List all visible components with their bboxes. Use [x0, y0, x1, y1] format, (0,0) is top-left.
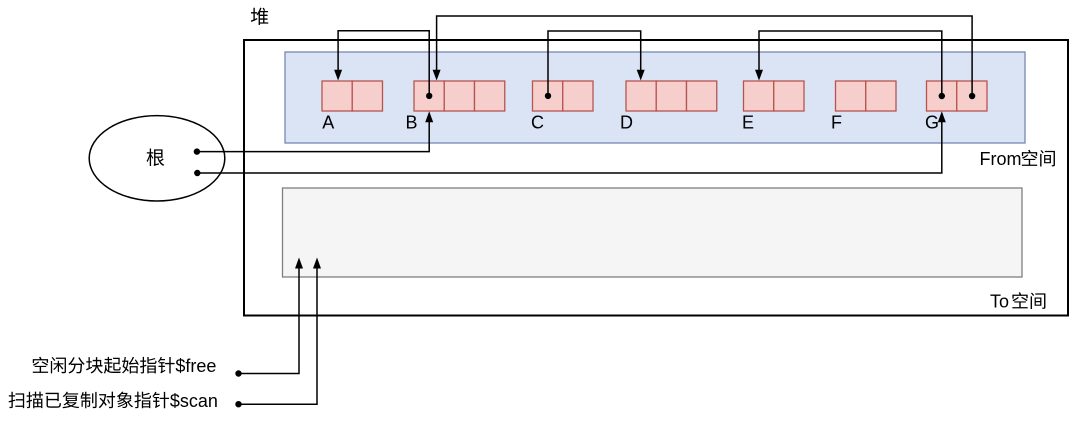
- svg-text:From: From: [980, 149, 1022, 169]
- svg-text:C: C: [531, 112, 544, 132]
- svg-text:E: E: [742, 112, 754, 132]
- svg-text:G: G: [925, 112, 939, 132]
- svg-text:F: F: [831, 112, 842, 132]
- svg-text:B: B: [406, 112, 418, 132]
- svg-text:D: D: [620, 112, 633, 132]
- svg-text:To: To: [990, 292, 1009, 312]
- svg-text:A: A: [322, 112, 334, 132]
- svg-text:$scan: $scan: [170, 391, 218, 411]
- svg-text:$free: $free: [175, 356, 216, 376]
